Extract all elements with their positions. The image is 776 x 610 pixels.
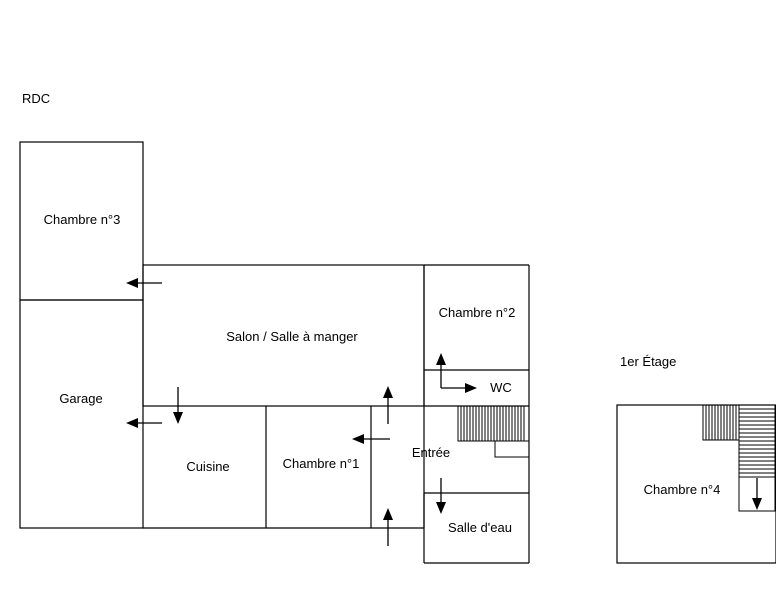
upper-floor-label: 1er Étage: [620, 354, 676, 369]
ground-floor-label: RDC: [22, 91, 50, 106]
door-arrow-cuisine: [173, 387, 183, 424]
room-label-salon: Salon / Salle à manger: [226, 329, 358, 344]
door-arrow-salle-eau: [436, 478, 446, 514]
room-label-garage: Garage: [59, 391, 102, 406]
stair-arrow-upper: [752, 478, 762, 510]
door-arrow-entrance: [383, 508, 393, 546]
room-chambre4-outline: [616, 404, 776, 564]
ground-floor-stairs: [457, 405, 530, 442]
ground-floor-walls: [19, 141, 530, 564]
door-arrow-salon-from-entree: [383, 386, 393, 424]
room-label-chambre3: Chambre n°3: [44, 212, 121, 227]
room-label-entree: Entrée: [412, 445, 450, 460]
door-arrow-chambre2: [436, 353, 446, 374]
door-arrow-garage: [126, 418, 162, 428]
room-label-salle-eau: Salle d'eau: [448, 520, 512, 535]
room-garage-outline: [19, 299, 144, 529]
door-arrow-wc: [440, 374, 477, 393]
upper-floor: [616, 404, 776, 564]
door-arrow-chambre1: [352, 434, 390, 444]
room-label-chambre1: Chambre n°1: [283, 456, 360, 471]
room-label-chambre4: Chambre n°4: [644, 482, 721, 497]
room-label-chambre2: Chambre n°2: [439, 305, 516, 320]
stair-landing: [494, 440, 530, 458]
door-arrow-chambre3: [126, 278, 162, 288]
room-label-cuisine: Cuisine: [186, 459, 229, 474]
room-label-wc: WC: [490, 380, 512, 395]
